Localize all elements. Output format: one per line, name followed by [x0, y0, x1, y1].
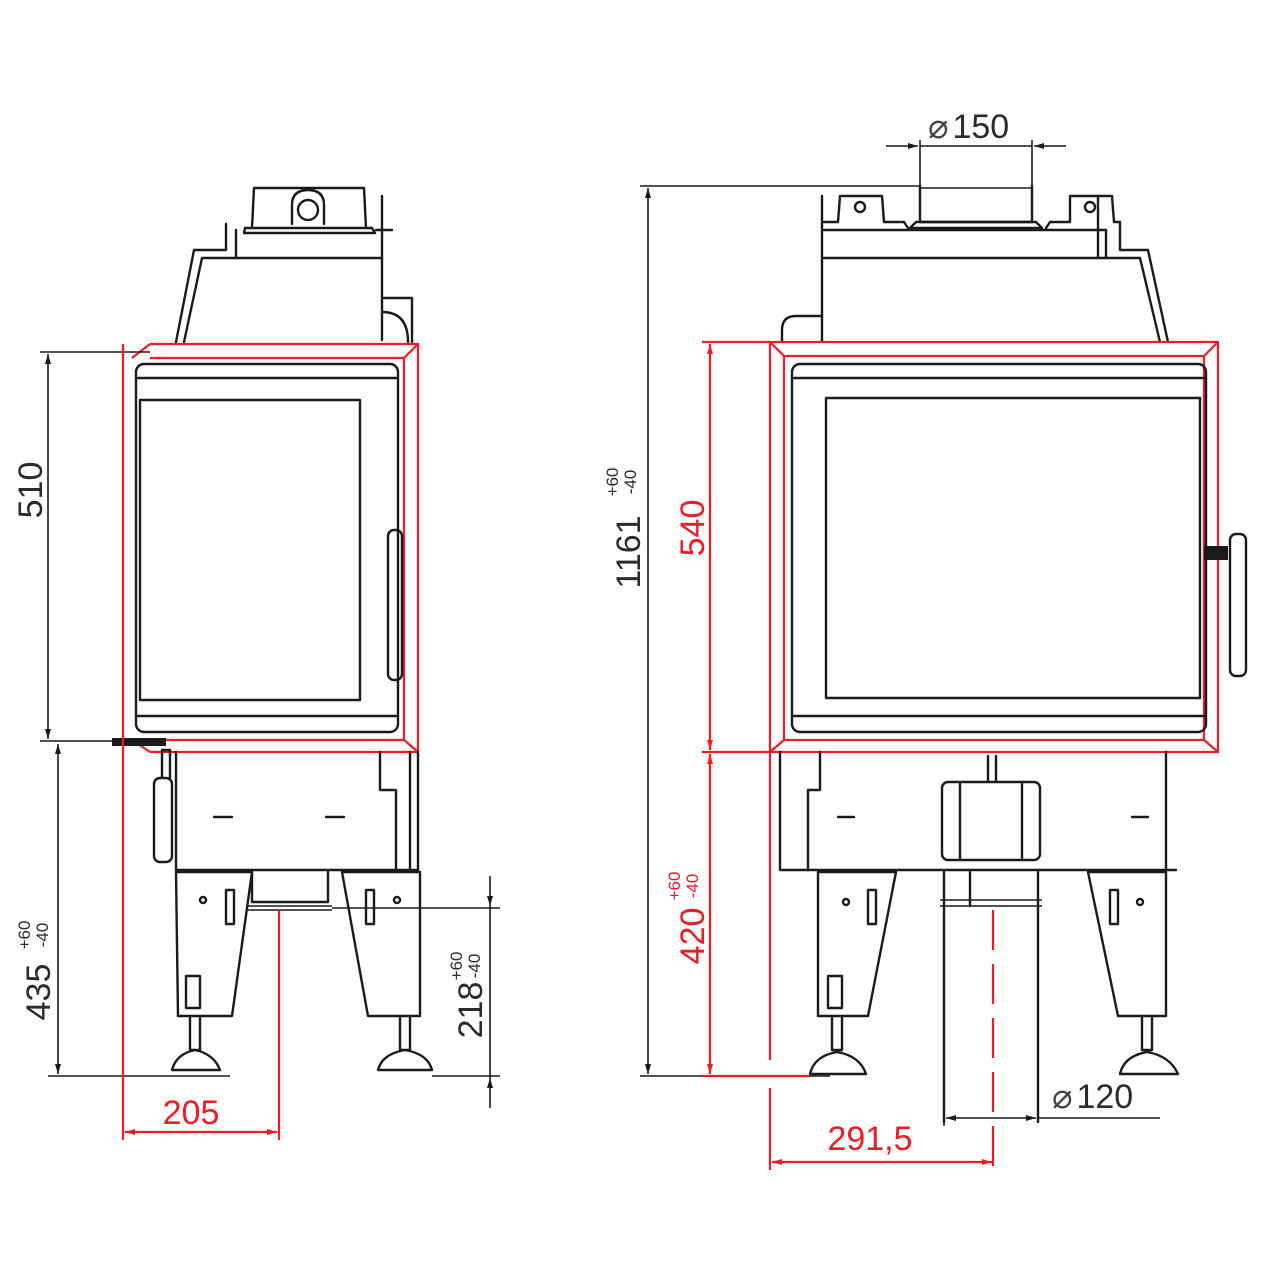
front-dim-291-5: 291,5	[768, 752, 992, 1170]
dim-1161-label: 1161	[610, 515, 648, 588]
front-dim-1161: 1161 +60 -40	[603, 185, 920, 1077]
side-door-frame-red	[131, 342, 420, 754]
front-air-duct	[940, 870, 1042, 1168]
dim-435-tol-plus: +60	[15, 921, 34, 950]
diameter-icon: ⌀	[1052, 1077, 1072, 1117]
side-dim-205: 205	[121, 344, 281, 1140]
door-handle-icon	[1228, 532, 1248, 678]
dim-435-tol-minus: -40	[33, 923, 52, 948]
side-dim-435: 435 +60 -40	[15, 744, 230, 1077]
side-door	[134, 362, 404, 734]
front-dim-dia150: ⌀150	[886, 107, 1066, 186]
side-flue-collar	[242, 186, 394, 342]
front-legs	[808, 870, 1180, 1076]
side-legs	[170, 870, 434, 1072]
side-base	[112, 738, 420, 872]
front-door	[790, 362, 1248, 734]
dim-435-label: 435	[20, 964, 58, 1021]
dim-218-tol-minus: -40	[465, 954, 484, 979]
dim-540-label: 540	[674, 500, 712, 557]
diameter-icon: ⌀	[928, 107, 948, 147]
side-upper-body	[174, 222, 414, 344]
front-dim-420: 420 +60 -40	[665, 754, 810, 1078]
front-base	[778, 750, 1178, 872]
dim-205-label: 205	[163, 1094, 220, 1132]
dim-420-tol-plus: +60	[665, 872, 684, 901]
dim-420-tol-minus: -40	[683, 874, 702, 899]
side-view: 510 435 +60 -40 218 +60 -40 205	[12, 186, 500, 1140]
dim-dia150-label: ⌀150	[928, 107, 1009, 147]
dim-1161-tol-plus: +60	[603, 468, 622, 497]
dim-1161-tol-minus: -40	[621, 470, 640, 495]
front-flue-collar	[908, 184, 1044, 230]
front-upper-body	[780, 194, 1170, 344]
side-dim-510: 510	[12, 351, 150, 742]
front-door-frame-red	[768, 340, 1220, 754]
dim-218-tol-plus: +60	[447, 952, 466, 981]
dim-dia120-label: ⌀120	[1052, 1077, 1133, 1117]
air-box	[940, 780, 1042, 862]
front-dim-dia120: ⌀120	[943, 1077, 1160, 1126]
front-dim-540: 540	[674, 340, 770, 754]
front-view: 1161 +60 -40 540 420 +60 -40 ⌀1	[603, 107, 1248, 1170]
dim-218-label: 218	[452, 982, 490, 1039]
side-dim-218: 218 +60 -40	[332, 876, 500, 1108]
dim-510-label: 510	[12, 462, 50, 519]
dim-291-5-label: 291,5	[827, 1120, 912, 1158]
dim-420-label: 420	[674, 908, 712, 965]
